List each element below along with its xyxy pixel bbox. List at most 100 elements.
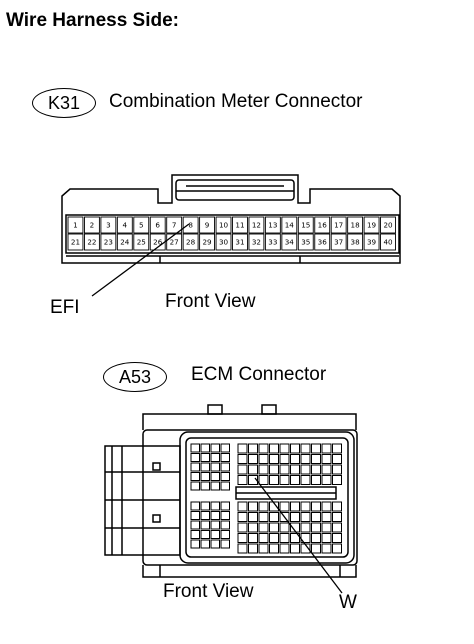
cavity <box>258 522 269 533</box>
cavity <box>190 443 200 453</box>
cavity <box>332 454 342 464</box>
cavity <box>190 462 200 472</box>
cavity <box>200 453 210 462</box>
pin-cell <box>83 233 100 251</box>
pin-number: 4 <box>123 221 128 230</box>
pin-number: 7 <box>172 221 177 230</box>
cavity <box>210 443 220 453</box>
cavity <box>279 464 290 475</box>
pin-cell <box>281 233 298 251</box>
cavity <box>321 464 332 475</box>
cavity <box>210 501 220 511</box>
pin-number: 19 <box>367 221 377 230</box>
cavity <box>311 533 321 543</box>
cavity <box>220 520 230 530</box>
cavity <box>248 443 258 454</box>
cavity <box>311 522 321 533</box>
cavity <box>200 530 210 539</box>
pin-cell <box>232 233 248 251</box>
cavity <box>190 501 200 511</box>
pin-number: 8 <box>188 221 193 230</box>
cavity <box>311 512 321 522</box>
cavity <box>321 543 332 554</box>
cavity <box>311 454 321 464</box>
pin-number: 38 <box>351 238 361 247</box>
cavity <box>190 530 200 539</box>
cavity <box>290 454 300 464</box>
cavity <box>258 443 269 454</box>
cavity <box>220 462 230 472</box>
cavity <box>300 475 311 485</box>
cavity <box>210 481 220 491</box>
cavity <box>311 475 321 485</box>
cavity <box>200 481 210 491</box>
cavity <box>321 475 332 485</box>
pin-cell <box>67 233 84 251</box>
cavity <box>190 453 200 462</box>
cavity <box>311 543 321 554</box>
pin-number: 25 <box>137 238 146 247</box>
cavity <box>220 481 230 491</box>
pin-cell <box>100 233 117 251</box>
k31-view-label: Front View <box>165 291 256 312</box>
cavity <box>258 533 269 543</box>
cavity <box>237 512 248 522</box>
pin-number: 13 <box>268 221 277 230</box>
cavity <box>258 454 269 464</box>
cavity <box>237 543 248 554</box>
pin-number: 24 <box>120 238 130 247</box>
pin-cell <box>314 216 331 234</box>
efi-callout-label: EFI <box>50 297 80 318</box>
pin-cell <box>297 216 314 234</box>
cavity <box>269 543 279 554</box>
pin-number: 9 <box>205 221 210 230</box>
pin-number: 22 <box>87 238 96 247</box>
cavity <box>321 533 332 543</box>
pin-cell <box>297 233 314 251</box>
pin-number: 37 <box>334 238 343 247</box>
cavity <box>210 472 220 481</box>
efi-leader-line <box>91 223 190 297</box>
cavity <box>279 501 290 512</box>
cavity <box>237 522 248 533</box>
pin-number: 35 <box>301 238 310 247</box>
pin-number: 32 <box>252 238 261 247</box>
pin-cell <box>380 233 396 251</box>
cavity <box>279 512 290 522</box>
pin-cell <box>330 216 347 234</box>
cavity <box>258 512 269 522</box>
pin-cell <box>133 216 150 234</box>
pin-cell <box>330 233 347 251</box>
cavity <box>290 501 300 512</box>
pin-number: 5 <box>139 221 144 230</box>
cavity <box>210 453 220 462</box>
cavity <box>279 543 290 554</box>
cavity <box>290 443 300 454</box>
cavity <box>321 512 332 522</box>
cavity <box>190 539 200 549</box>
cavity <box>332 475 342 485</box>
a53-code-badge: A53 <box>103 362 167 392</box>
cavity <box>220 511 230 520</box>
cavity <box>290 522 300 533</box>
cavity <box>300 443 311 454</box>
pin-number: 20 <box>383 221 393 230</box>
cavity <box>321 522 332 533</box>
cavity <box>200 443 210 453</box>
cavity <box>248 454 258 464</box>
cavity <box>321 501 332 512</box>
cavity <box>332 543 342 554</box>
cavity <box>290 464 300 475</box>
cavity <box>290 533 300 543</box>
cavity <box>269 522 279 533</box>
cavity <box>220 472 230 481</box>
cavity <box>269 454 279 464</box>
pin-cell <box>363 233 380 251</box>
cavity <box>237 464 248 475</box>
page-heading: Wire Harness Side: <box>6 10 180 31</box>
cavity <box>279 533 290 543</box>
cavity <box>258 464 269 475</box>
cavity <box>190 520 200 530</box>
